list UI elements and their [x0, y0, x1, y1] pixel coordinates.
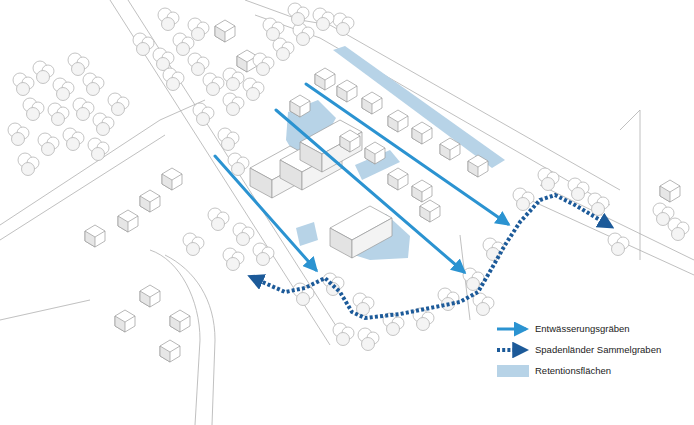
legend-text: Spadenländer Sammelgraben	[535, 344, 661, 356]
legend-dotted-sample	[497, 348, 524, 352]
legend-swatch	[497, 365, 529, 377]
trees	[8, 3, 689, 351]
legend-text: Retentionsflächen	[535, 365, 611, 377]
retention-areas	[286, 46, 505, 260]
buildings	[85, 20, 680, 362]
legend-text: Entwässerungsgräben	[535, 323, 630, 335]
drainage-ditches	[215, 84, 508, 272]
legend-line-sample	[497, 328, 526, 331]
collector-ditch	[258, 195, 610, 318]
